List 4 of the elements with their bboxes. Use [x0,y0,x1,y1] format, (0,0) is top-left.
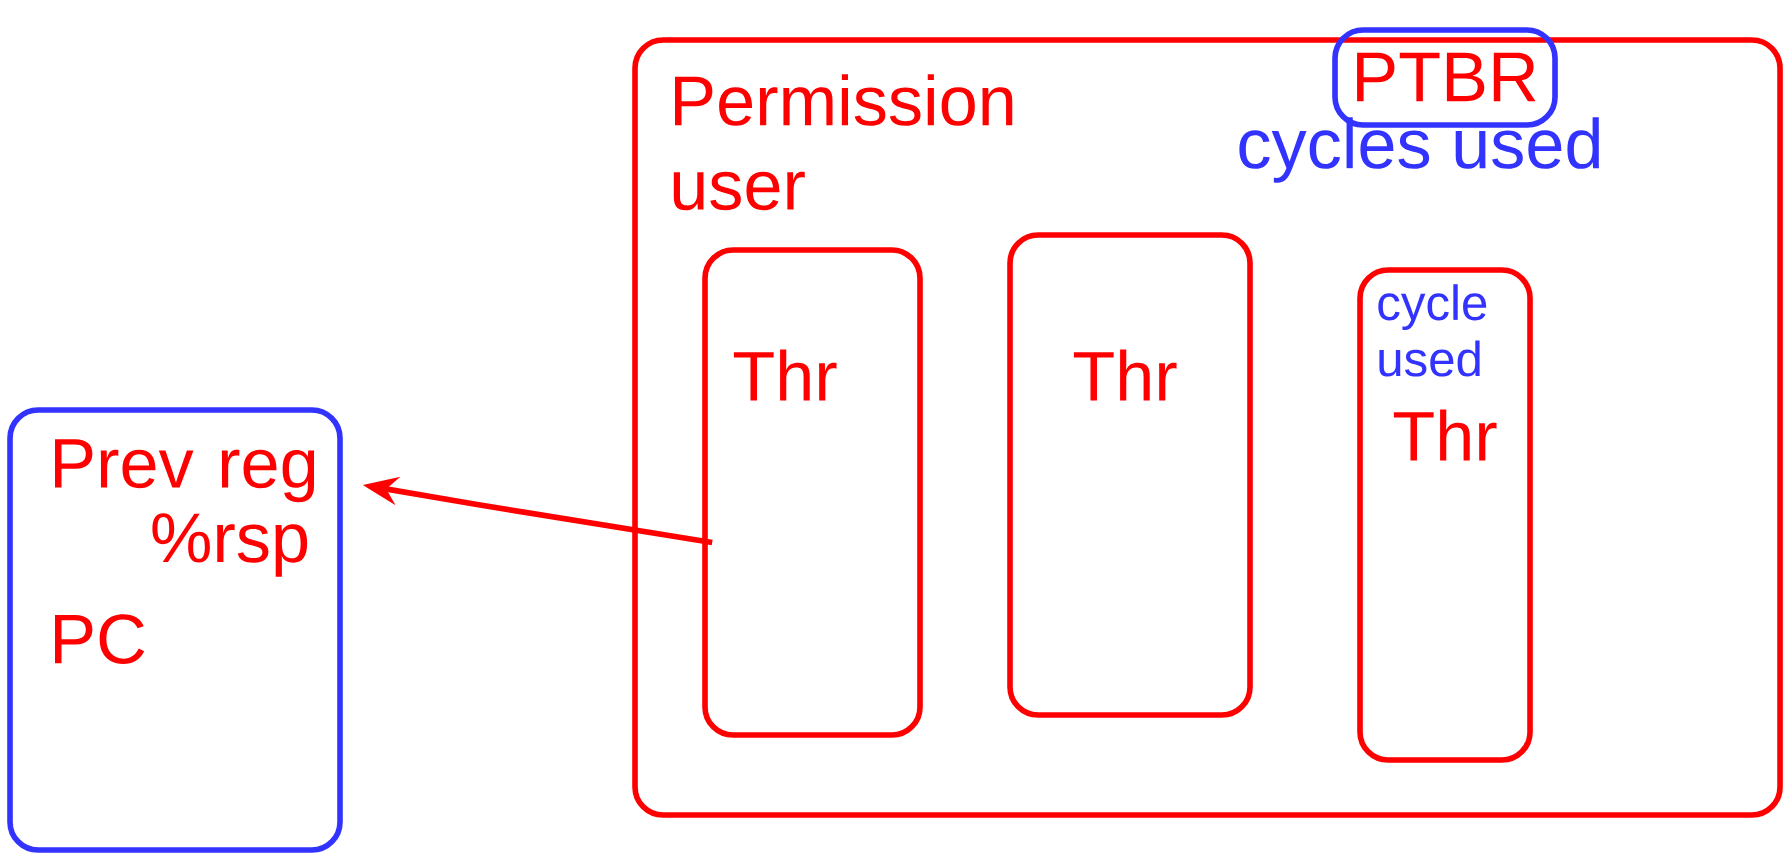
register-box: Prev reg %rsp PC [7,407,343,853]
thread-box: cycle used Thr [1357,267,1533,763]
thread-box: Thr [702,247,923,738]
thread-box: Thr [1007,232,1253,718]
